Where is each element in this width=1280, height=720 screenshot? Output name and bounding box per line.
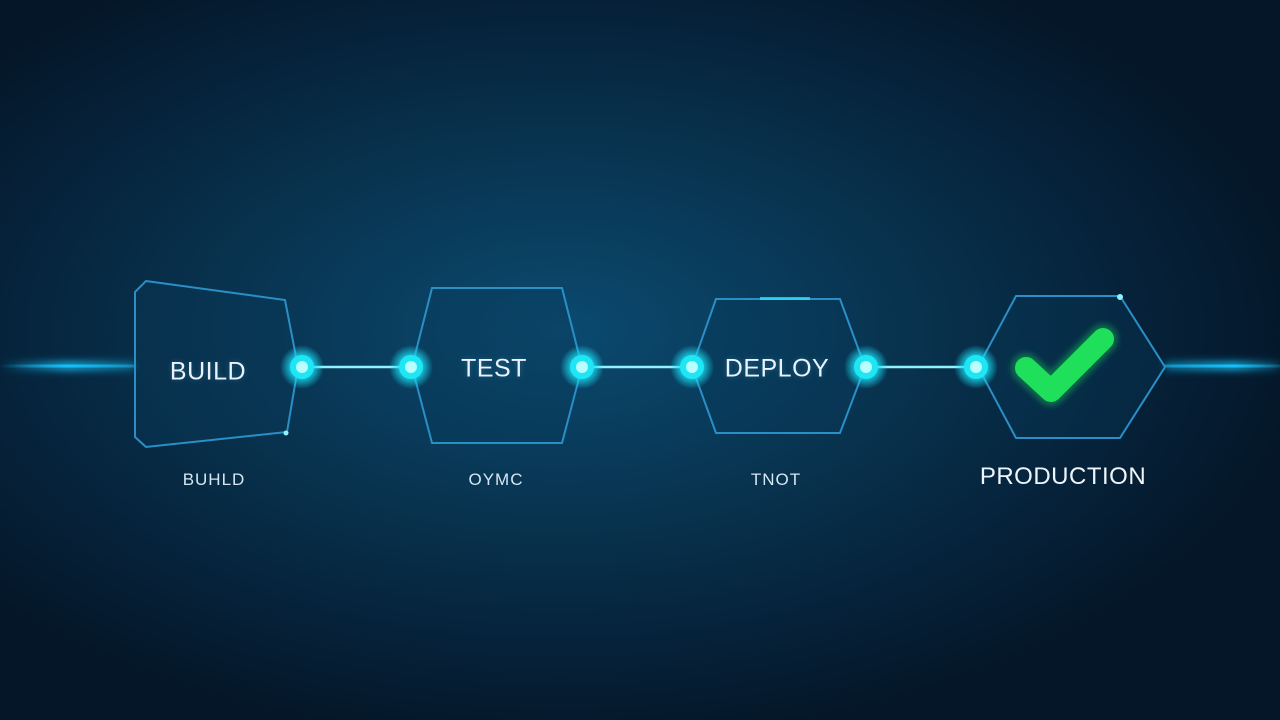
connector-node (560, 345, 604, 389)
stage-label-test: TEST (461, 354, 527, 383)
spark-dot (283, 430, 289, 436)
stage-sublabel-test: OYMC (468, 470, 524, 489)
stage-label-build: BUILD (169, 357, 247, 386)
spark-dot (1117, 294, 1123, 300)
connector-node (280, 345, 324, 389)
connector-node (954, 345, 998, 389)
stage-sublabel-production: PRODUCTION (979, 463, 1147, 490)
connector-node (844, 345, 888, 389)
stage-box-build (134, 279, 300, 449)
light-beam-right (1165, 362, 1280, 370)
light-beam-left (0, 362, 135, 370)
stage-sublabel-deploy: TNOT (750, 470, 802, 489)
connector-node (670, 345, 714, 389)
stage-sublabel-build: BUHLD (182, 470, 246, 489)
connector-node (389, 345, 433, 389)
stage-label-deploy: DEPLOY (724, 354, 830, 383)
spark-glint (760, 297, 810, 300)
checkmark-icon (1011, 324, 1118, 406)
